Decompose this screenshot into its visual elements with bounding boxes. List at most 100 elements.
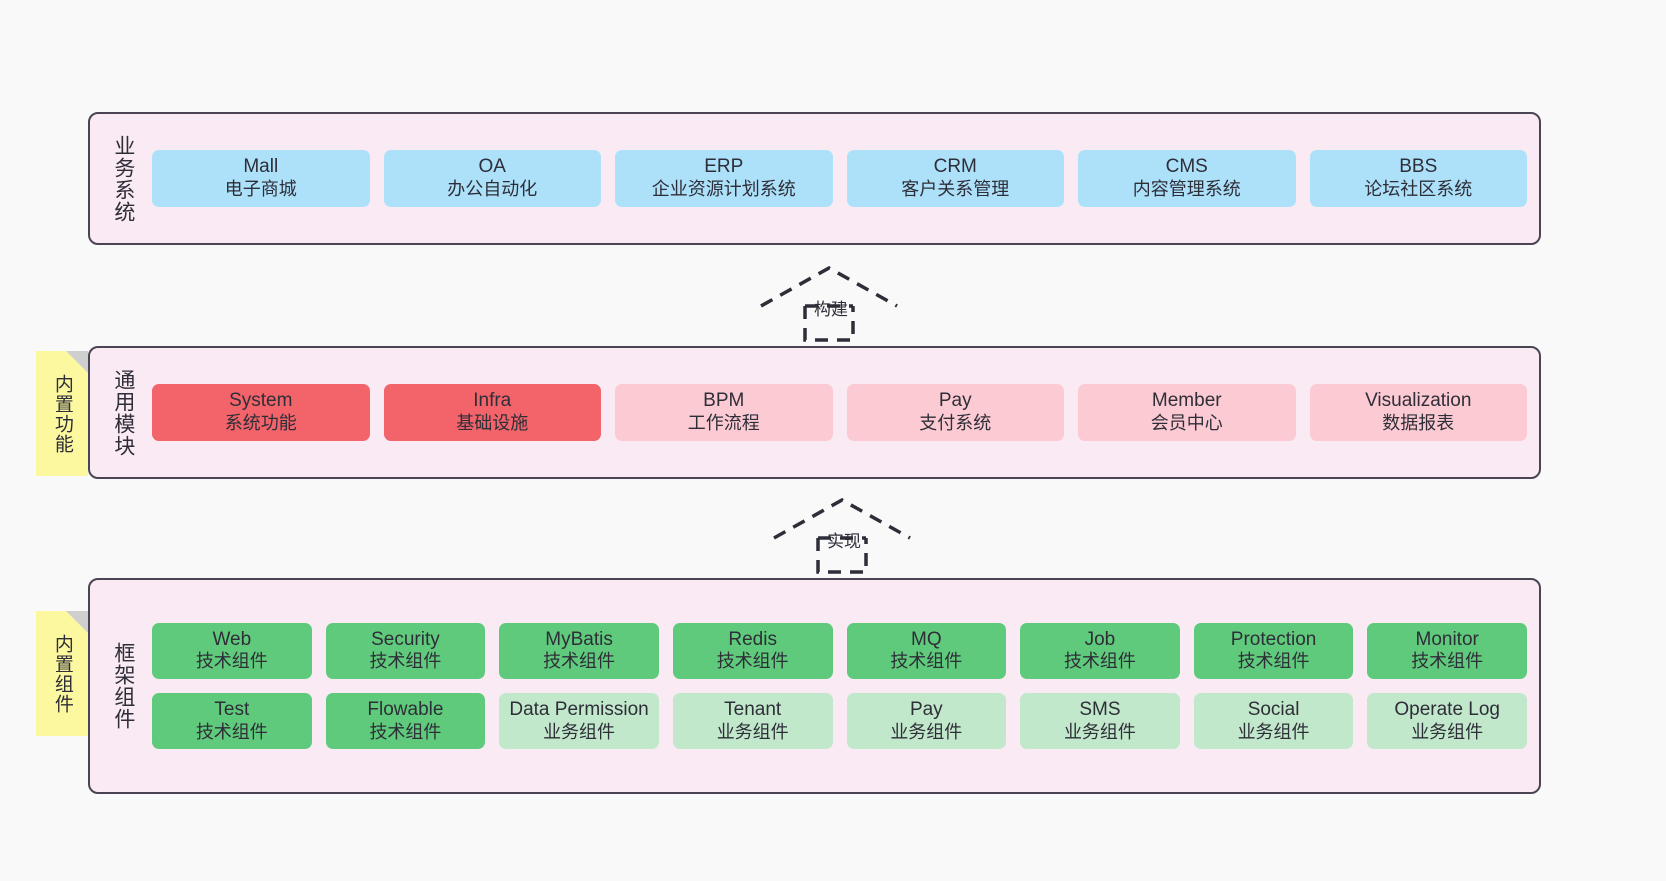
card-erp[interactable]: ERP 企业资源计划系统	[615, 150, 833, 207]
card-monitor[interactable]: Monitor 技术组件	[1367, 622, 1527, 679]
card-row: System 系统功能 Infra 基础设施 BPM 工作流程 Pay 支付系统…	[152, 384, 1527, 441]
card-subtitle: 技术组件	[195, 721, 268, 742]
card-title: SMS	[1079, 699, 1121, 720]
card-sms[interactable]: SMS 业务组件	[1020, 693, 1180, 750]
card-title: Mall	[243, 156, 279, 178]
card-title: Monitor	[1415, 628, 1479, 650]
card-title: MQ	[911, 628, 942, 650]
card-bpm[interactable]: BPM 工作流程	[615, 384, 833, 441]
card-title: ERP	[704, 156, 744, 178]
card-title: Job	[1084, 628, 1116, 650]
card-visualization[interactable]: Visualization 数据报表	[1309, 384, 1527, 441]
card-title: CRM	[933, 156, 977, 178]
note-builtin-features: 内置功能	[36, 351, 88, 476]
card-subtitle: 业务组件	[1063, 721, 1136, 742]
card-title: Infra	[473, 390, 512, 412]
card-title: Operate Log	[1394, 699, 1500, 720]
connector-label-implement: 实现	[827, 532, 861, 551]
card-redis[interactable]: Redis 技术组件	[672, 622, 833, 679]
card-title: Test	[214, 699, 250, 720]
card-tenant[interactable]: Tenant 业务组件	[672, 693, 833, 750]
card-grid-business-systems: Mall 电子商城 OA 办公自动化 ERP 企业资源计划系统 CRM 客户关系…	[144, 124, 1527, 233]
card-title: Web	[212, 628, 252, 650]
card-subtitle: 数据报表	[1382, 413, 1455, 434]
card-social[interactable]: Social 业务组件	[1193, 693, 1354, 750]
card-title: Pay	[909, 699, 943, 720]
card-subtitle: 技术组件	[1411, 651, 1484, 672]
card-test[interactable]: Test 技术组件	[152, 693, 312, 750]
layer-business-systems: 业务系统 Mall 电子商城 OA 办公自动化 ERP 企业资源计划系统 CRM…	[88, 112, 1541, 245]
card-title: Protection	[1230, 628, 1317, 650]
card-subtitle: 业务组件	[890, 721, 963, 742]
card-title: Member	[1151, 390, 1222, 412]
card-security[interactable]: Security 技术组件	[325, 622, 486, 679]
card-subtitle: 技术组件	[369, 721, 442, 742]
card-mq[interactable]: MQ 技术组件	[846, 622, 1007, 679]
card-subtitle: 技术组件	[1237, 651, 1310, 672]
card-subtitle: 系统功能	[224, 413, 297, 434]
card-subtitle: 会员中心	[1150, 413, 1223, 434]
layer-framework-components: 框架组件 Web 技术组件 Security 技术组件 MyBatis 技术组件…	[88, 578, 1541, 794]
card-subtitle: 客户关系管理	[901, 179, 1010, 200]
card-subtitle: 技术组件	[716, 651, 789, 672]
note-fold-corner	[66, 611, 88, 633]
card-grid-common-modules: System 系统功能 Infra 基础设施 BPM 工作流程 Pay 支付系统…	[144, 358, 1527, 467]
card-title: System	[229, 390, 293, 412]
card-subtitle: 技术组件	[543, 651, 616, 672]
card-title: Redis	[728, 628, 777, 650]
card-web[interactable]: Web 技术组件	[152, 622, 312, 679]
card-subtitle: 工作流程	[687, 413, 760, 434]
layer-title-business-systems: 业务系统	[111, 134, 135, 223]
card-row: Mall 电子商城 OA 办公自动化 ERP 企业资源计划系统 CRM 客户关系…	[152, 150, 1527, 207]
card-oa[interactable]: OA 办公自动化	[383, 150, 601, 207]
card-protection[interactable]: Protection 技术组件	[1193, 622, 1354, 679]
card-subtitle: 基础设施	[456, 413, 529, 434]
card-pay[interactable]: Pay 支付系统	[846, 384, 1064, 441]
card-row: Test 技术组件 Flowable 技术组件 Data Permission …	[152, 693, 1527, 750]
card-job[interactable]: Job 技术组件	[1020, 622, 1180, 679]
card-mybatis[interactable]: MyBatis 技术组件	[499, 622, 659, 679]
card-title: MyBatis	[545, 628, 613, 650]
card-pay-business[interactable]: Pay 业务组件	[846, 693, 1007, 750]
note-builtin-components: 内置组件	[36, 611, 88, 736]
card-subtitle: 技术组件	[369, 651, 442, 672]
card-subtitle: 技术组件	[195, 651, 268, 672]
card-crm[interactable]: CRM 客户关系管理	[846, 150, 1064, 207]
card-system[interactable]: System 系统功能	[152, 384, 370, 441]
layer-title-framework-components: 框架组件	[111, 642, 135, 730]
card-title: Flowable	[367, 699, 444, 720]
card-subtitle: 业务组件	[1237, 721, 1310, 742]
note-label: 内置组件	[51, 633, 73, 714]
card-subtitle: 内容管理系统	[1132, 179, 1241, 200]
card-subtitle: 业务组件	[543, 721, 616, 742]
card-subtitle: 支付系统	[919, 413, 992, 434]
card-data-permission[interactable]: Data Permission 业务组件	[499, 693, 659, 750]
connector-label-build: 构建	[814, 300, 848, 319]
layer-common-modules: 通用模块 System 系统功能 Infra 基础设施 BPM 工作流程 Pay…	[88, 346, 1541, 479]
card-subtitle: 技术组件	[1063, 651, 1136, 672]
card-title: BPM	[703, 390, 745, 412]
note-label: 内置功能	[51, 373, 73, 454]
card-subtitle: 业务组件	[716, 721, 789, 742]
card-flowable[interactable]: Flowable 技术组件	[325, 693, 486, 750]
card-infra[interactable]: Infra 基础设施	[383, 384, 601, 441]
card-title: Pay	[938, 390, 972, 412]
card-row: Web 技术组件 Security 技术组件 MyBatis 技术组件 Redi…	[152, 622, 1527, 679]
card-cms[interactable]: CMS 内容管理系统	[1078, 150, 1296, 207]
card-subtitle: 业务组件	[1411, 721, 1484, 742]
card-title: OA	[478, 156, 506, 178]
card-member[interactable]: Member 会员中心	[1078, 384, 1296, 441]
card-title: BBS	[1399, 156, 1438, 178]
note-fold-corner	[66, 351, 88, 373]
card-bbs[interactable]: BBS 论坛社区系统	[1309, 150, 1527, 207]
card-operate-log[interactable]: Operate Log 业务组件	[1367, 693, 1527, 750]
card-title: CMS	[1165, 156, 1208, 178]
card-mall[interactable]: Mall 电子商城	[152, 150, 370, 207]
card-subtitle: 企业资源计划系统	[651, 179, 796, 200]
layer-title-common-modules: 通用模块	[111, 368, 135, 457]
card-title: Data Permission	[509, 699, 649, 720]
card-title: Security	[371, 628, 440, 650]
card-subtitle: 论坛社区系统	[1364, 179, 1473, 200]
card-subtitle: 办公自动化	[447, 179, 538, 200]
